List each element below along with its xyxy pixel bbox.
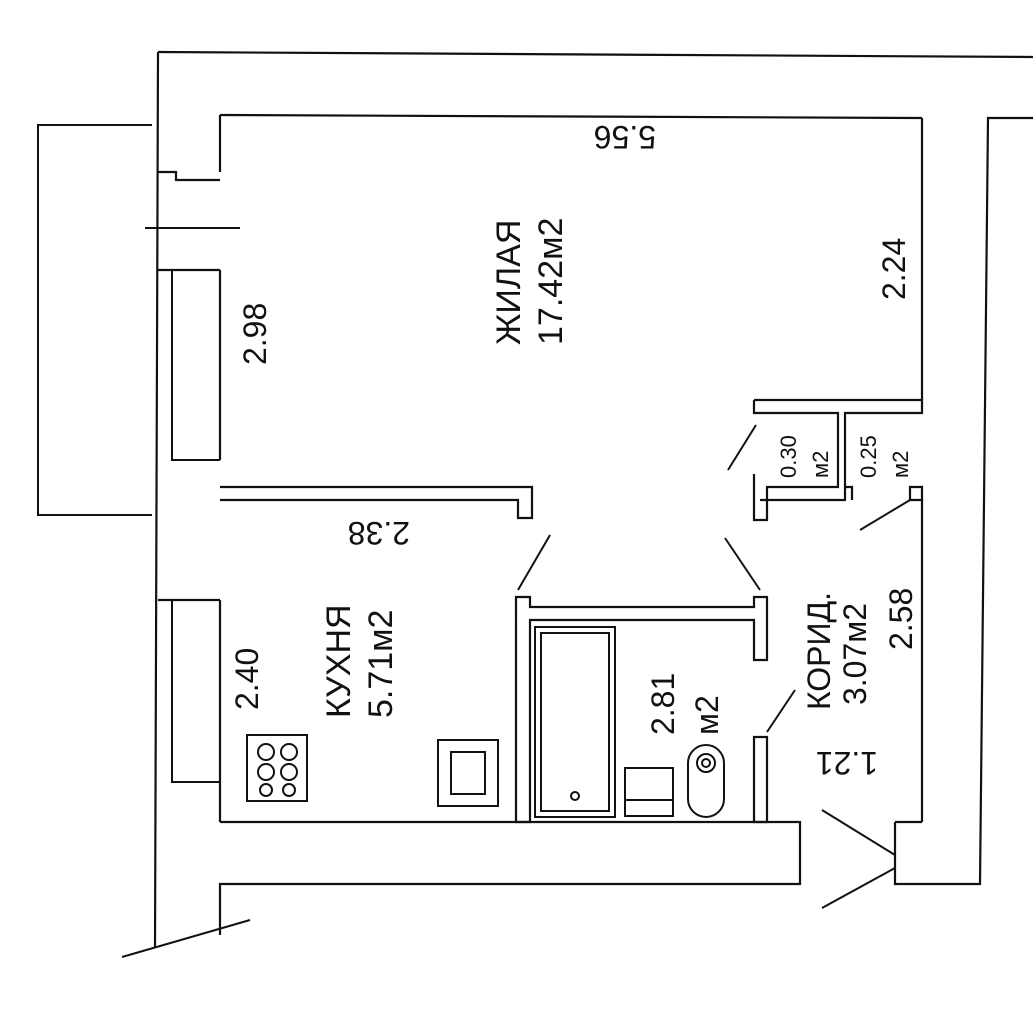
- corridor-name: КОРИД.: [801, 592, 837, 710]
- dim-kitchen-width: 2.38: [348, 515, 410, 551]
- dim-kitchen-left: 2.40: [229, 648, 265, 710]
- washbasin-icon: [624, 767, 674, 817]
- closet-2-unit: м2: [888, 451, 913, 478]
- outer-walls: [121, 50, 1033, 958]
- sink-icon: [437, 739, 499, 807]
- window-kitchen: [158, 598, 220, 783]
- living-room-name: ЖИЛАЯ: [490, 220, 528, 345]
- dim-living-left: 2.98: [237, 303, 273, 365]
- closet-1-area: 0.30: [776, 435, 801, 478]
- closet-1-unit: м2: [808, 451, 833, 478]
- window-living: [145, 170, 240, 461]
- kitchen-area: 5.71м2: [362, 610, 400, 718]
- bathtub-icon: [534, 626, 616, 818]
- dim-living-width: 5.56: [594, 119, 656, 155]
- corridor-area: 3.07м2: [837, 603, 873, 705]
- door-swings: [517, 424, 911, 909]
- balcony: [37, 124, 152, 516]
- toilet-icon: [687, 744, 725, 818]
- living-room-area: 17.42м2: [532, 218, 570, 345]
- dim-corridor-length: 2.58: [883, 588, 919, 650]
- dim-corridor-width: 1.21: [816, 745, 878, 781]
- bathroom-area: 2.81: [645, 673, 681, 735]
- kitchen-name: КУХНЯ: [320, 604, 358, 718]
- dim-living-right: 2.24: [876, 238, 912, 300]
- stove-icon: [246, 734, 308, 802]
- bathroom-unit: м2: [689, 695, 725, 735]
- interior-walls: [220, 398, 924, 824]
- closet-2-area: 0.25: [856, 435, 881, 478]
